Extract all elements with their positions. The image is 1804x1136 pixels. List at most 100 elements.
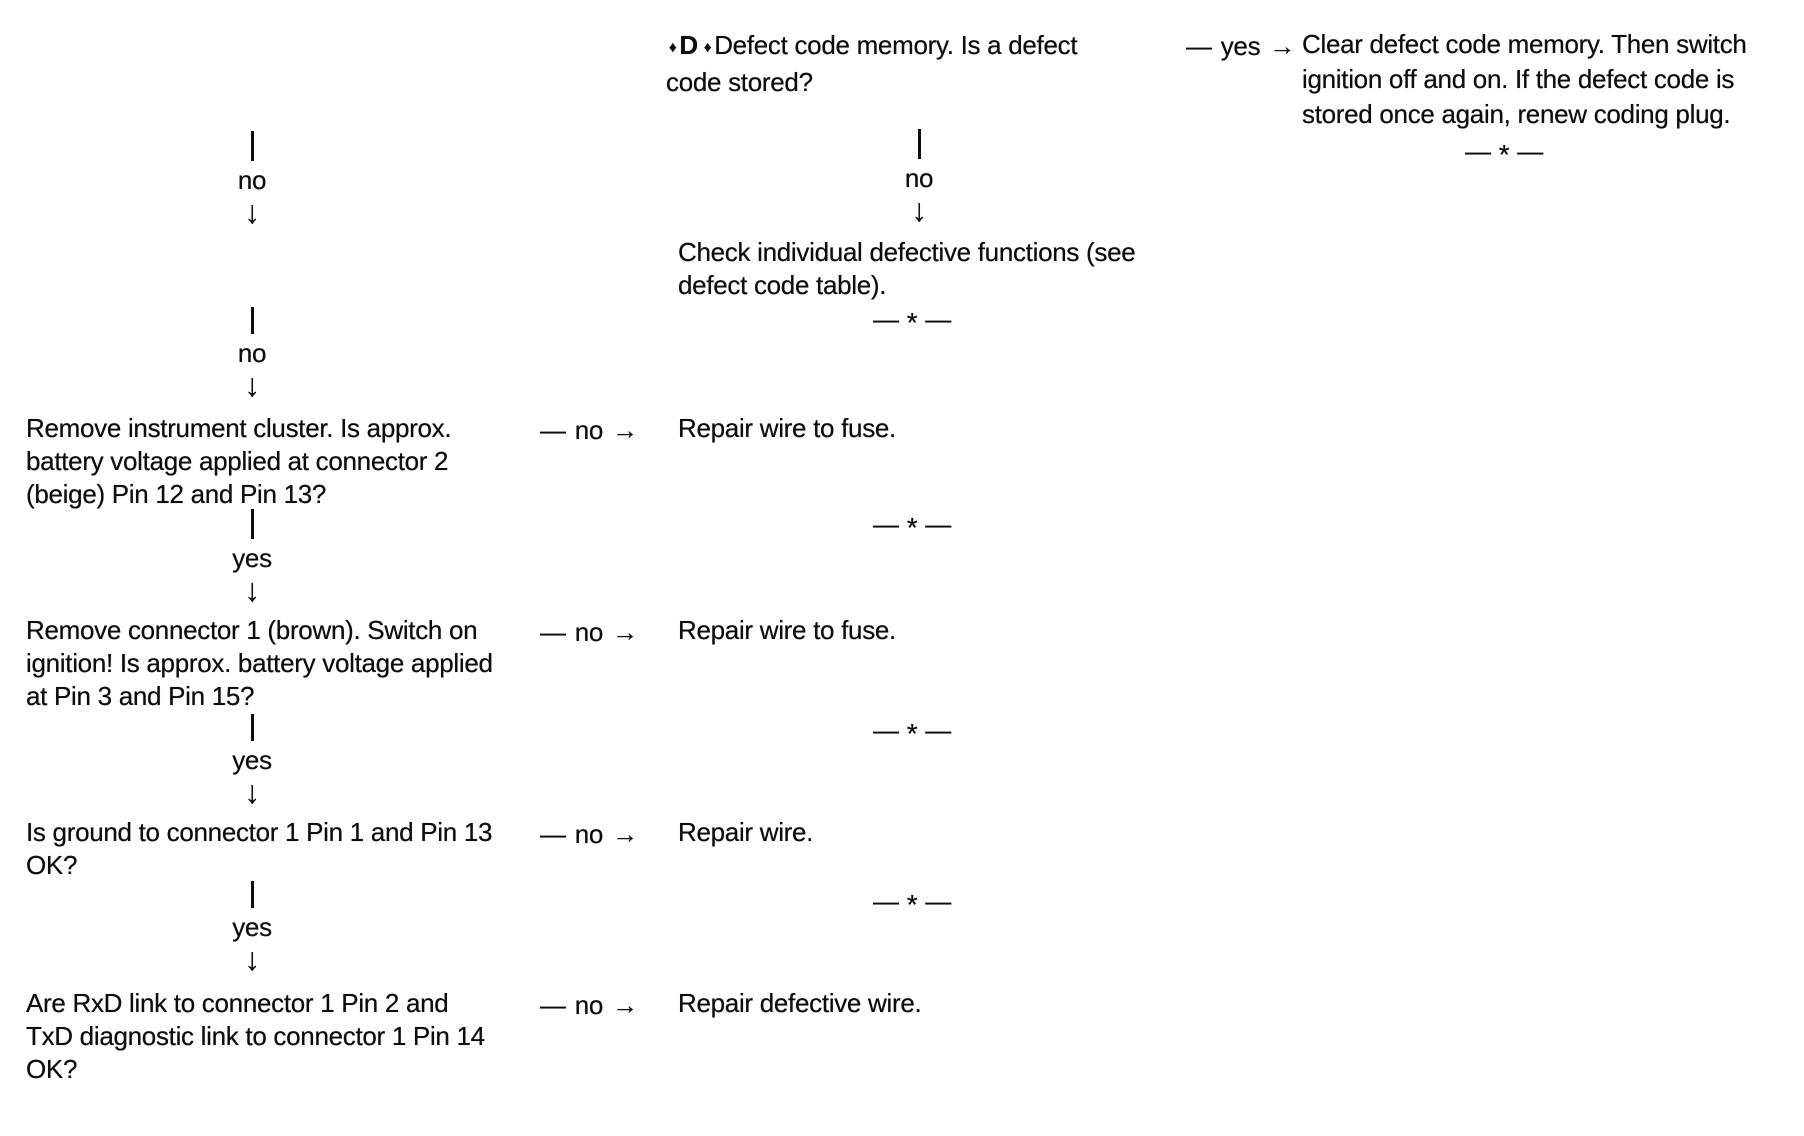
check-functions-action: Check individual defective functions (se… [678, 236, 1136, 302]
down-arrow-icon: ↓ [244, 194, 260, 230]
text-line: Repair wire. [678, 817, 814, 847]
step-question: Is ground to connector 1 Pin 1 and Pin 1… [26, 816, 492, 882]
text-line: Check individual defective functions (se… [678, 237, 1136, 267]
down-arrow-icon: ↓ [244, 941, 260, 977]
footnote-separator: —*— [852, 715, 972, 748]
dash-icon: — [540, 617, 566, 647]
right-arrow-icon: → [612, 990, 638, 1020]
step-question: Remove connector 1 (brown). Switch on ig… [26, 614, 493, 713]
footnote-separator: —*— [852, 509, 972, 542]
dash-icon: — [925, 509, 951, 539]
dash-icon: — [925, 715, 951, 745]
asterisk-icon: * [906, 889, 918, 920]
text-line: Remove connector 1 (brown). Switch on [26, 615, 478, 645]
text-line: Are RxD link to connector 1 Pin 2 and [26, 988, 449, 1018]
down-arrow-icon: ↓ [244, 367, 260, 403]
asterisk-icon: * [906, 512, 918, 543]
connector-line [250, 131, 254, 161]
defect-marker-letter: D [679, 30, 698, 60]
text-line: Repair wire to fuse. [678, 413, 896, 443]
dash-icon: — [872, 509, 899, 539]
yes-label: yes [232, 543, 272, 573]
no-label: no [574, 415, 604, 445]
dash-icon: — [872, 886, 899, 916]
yes-connector: yes ↓ [221, 881, 283, 977]
dash-icon: — [872, 304, 899, 334]
diamond-icon: ♦ [669, 39, 677, 56]
no-connector: no ↓ [221, 307, 283, 403]
yes-connector: — yes → [1186, 30, 1295, 63]
yes-label: yes [1220, 31, 1261, 61]
question-text: Defect code memory. Is a defect [714, 30, 1078, 60]
yes-connector: yes ↓ [221, 714, 283, 810]
text-line: ignition off and on. If the defect code … [1302, 64, 1735, 94]
defect-memory-question: ♦D♦Defect code memory. Is a defect code … [666, 28, 1078, 99]
yes-label: yes [232, 912, 272, 942]
text-line: Repair defective wire. [678, 988, 922, 1018]
dash-icon: — [540, 415, 566, 445]
dash-icon: — [1517, 136, 1543, 166]
repair-action: Repair wire to fuse. [678, 412, 896, 445]
dash-icon: — [925, 886, 951, 916]
no-connector: no ↓ [221, 131, 283, 230]
footnote-separator: —*— [1444, 136, 1564, 169]
text-line: TxD diagnostic link to connector 1 Pin 1… [26, 1021, 485, 1051]
text-line: ♦D♦Defect code memory. Is a defect [666, 28, 1078, 65]
text-line: Clear defect code memory. Then switch [1302, 29, 1747, 59]
no-label: no [574, 617, 604, 647]
step-question: Remove instrument cluster. Is approx. ba… [26, 412, 452, 511]
no-label: no [237, 338, 267, 368]
yes-label: yes [232, 745, 272, 775]
connector-line [250, 509, 254, 539]
diamond-icon: ♦ [703, 39, 712, 56]
right-arrow-icon: → [1269, 31, 1295, 61]
no-label: no [574, 819, 604, 849]
repair-action: Repair wire to fuse. [678, 614, 896, 647]
no-connector: — no → [540, 818, 638, 851]
dash-icon: — [872, 715, 899, 745]
right-arrow-icon: → [612, 415, 638, 445]
down-arrow-icon: ↓ [244, 572, 260, 608]
text-line: at Pin 3 and Pin 15? [26, 681, 255, 711]
text-line: ignition! Is approx. battery voltage app… [26, 648, 493, 678]
repair-action: Repair wire. [678, 816, 813, 849]
text-line: Repair wire to fuse. [678, 615, 896, 645]
no-connector: —no→ [540, 616, 638, 649]
right-arrow-icon: → [612, 819, 638, 849]
dash-icon: — [1186, 31, 1212, 61]
text-line: defect code table). [678, 270, 887, 300]
down-arrow-icon: ↓ [911, 192, 927, 228]
connector-line [917, 129, 921, 159]
text-line: OK? [26, 1054, 78, 1084]
footnote-separator: —*— [852, 304, 972, 337]
asterisk-icon: * [906, 718, 918, 749]
text-line: OK? [26, 850, 78, 880]
footnote-separator: —*— [852, 886, 972, 919]
dash-icon: — [925, 304, 951, 334]
dash-icon: — [1464, 136, 1491, 166]
clear-memory-action: Clear defect code memory. Then switch ig… [1302, 27, 1747, 132]
step-question: Are RxD link to connector 1 Pin 2 and Tx… [26, 987, 485, 1086]
yes-connector: yes ↓ [221, 509, 283, 608]
text-line: battery voltage applied at connector 2 [26, 446, 449, 476]
asterisk-icon: * [906, 307, 918, 338]
no-connector: — no → [540, 989, 638, 1022]
connector-line [250, 714, 254, 741]
text-line: code stored? [666, 67, 813, 97]
dash-icon: — [540, 990, 566, 1020]
text-line: stored once again, renew coding plug. [1302, 99, 1731, 129]
repair-action: Repair defective wire. [678, 987, 922, 1020]
text-line: Remove instrument cluster. Is approx. [26, 413, 452, 443]
connector-line [250, 307, 254, 334]
no-label: no [237, 165, 267, 195]
no-label: no [574, 990, 604, 1020]
no-connector: no ↓ [888, 129, 950, 228]
down-arrow-icon: ↓ [244, 774, 260, 810]
connector-line [250, 881, 254, 908]
text-line: (beige) Pin 12 and Pin 13? [26, 479, 327, 509]
text-line: Is ground to connector 1 Pin 1 and Pin 1… [26, 817, 493, 847]
dash-icon: — [540, 819, 566, 849]
no-label: no [904, 163, 934, 193]
asterisk-icon: * [1498, 139, 1510, 170]
